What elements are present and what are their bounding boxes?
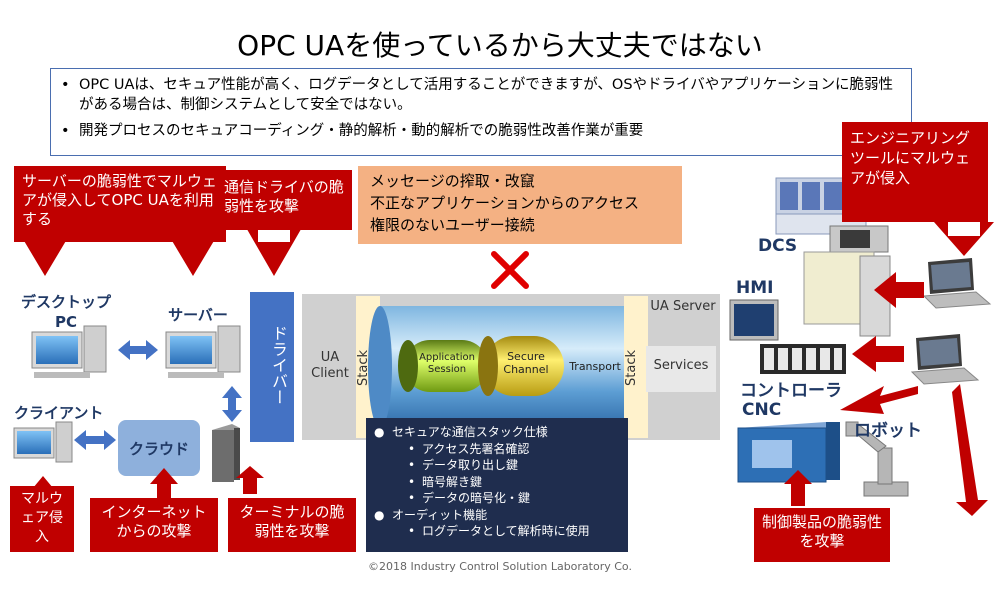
bullet-item: • 開発プロセスのセキュアコーディング・静的解析・動的解析での脆弱性改善作業が重… (61, 123, 644, 139)
copyright: ©2018 Industry Control Solution Laborato… (368, 560, 632, 573)
label-desktop: デスクトップPC (20, 293, 111, 331)
client-graphic (13, 421, 73, 463)
label-transport: Transport (569, 360, 621, 373)
threat-malware: マルウェア侵入 (10, 486, 74, 552)
label-controller: コントローラ (740, 381, 842, 401)
threat-terminal: ターミナルの脆弱性を攻撃 (228, 498, 356, 552)
label-stack-left: Stack (356, 350, 371, 386)
label-client: クライアント (14, 404, 104, 422)
hmi-graphic (729, 299, 779, 341)
label-dcs: DCS (758, 236, 798, 256)
ua-stack-diagram (302, 294, 720, 440)
threat-driver-vuln: 通信ドライバの脆弱性を攻撃 (216, 170, 352, 230)
threat-product: 制御製品の脆弱性を攻撃 (754, 508, 890, 562)
spec-item: •データ取り出し鍵 (408, 458, 519, 472)
laptop-2-graphic (910, 334, 980, 385)
label-services: Services (653, 358, 709, 373)
cloud-box (118, 420, 200, 476)
laptop-1-graphic (922, 258, 992, 309)
stack-spec-box: ●セキュアな通信スタック仕様 •アクセス先署名確認 •データ取り出し鍵 •暗号解… (366, 418, 628, 552)
label-application-session: Application Session (419, 352, 475, 375)
controller-graphic (760, 344, 846, 374)
label-cloud: クラウド (128, 440, 189, 458)
connection-arrows (74, 340, 242, 450)
page-title: OPC UAを使っているから大丈夫ではない (237, 29, 763, 62)
label-cnc: CNC (742, 400, 782, 420)
message-threat-text: メッセージの搾取・改竄 不正なアプリケーションからのアクセス 権限のないユーザー… (370, 170, 680, 236)
blocked-x-icon (491, 251, 529, 289)
label-robot: ロボット (854, 421, 922, 441)
terminal-graphic (212, 424, 240, 482)
threat-server-vuln: サーバーの脆弱性でマルウェアが侵入してOPC UAを利用する (14, 166, 226, 242)
cnc-graphic (737, 422, 840, 483)
spec-heading: ●セキュアな通信スタック仕様 (374, 425, 548, 439)
bullet-item: • OPC UAは、セキュア性能が高く、ログデータとして活用することができますが… (61, 75, 901, 115)
driver-block (250, 292, 294, 442)
message-threat-box (358, 166, 682, 244)
threat-arrows-top (14, 222, 994, 276)
message-line: 権限のないユーザー接続 (370, 216, 535, 234)
spec-item: •データの暗号化・鍵 (408, 491, 531, 505)
message-line: 不正なアプリケーションからのアクセス (370, 194, 639, 212)
bullet-text: 開発プロセスのセキュアコーディング・静的解析・動的解析での脆弱性改善作業が重要 (79, 123, 644, 139)
threat-eng-tool: エンジニアリングツールにマルウェアが侵入 (842, 122, 988, 222)
robot-graphic (845, 421, 909, 497)
label-secure-channel: Secure Channel (503, 350, 549, 376)
server-graphic (165, 325, 241, 378)
spec-item: •ログデータとして解析時に使用 (408, 524, 590, 538)
label-hmi: HMI (736, 278, 774, 298)
summary-bullets: • OPC UAは、セキュア性能が高く、ログデータとして活用することができますが… (50, 68, 912, 156)
label-server: サーバー (168, 306, 228, 324)
label-ua-client: UA Client (311, 350, 349, 381)
label-driver: ドライバー (269, 325, 288, 405)
desktop-pc-graphic (31, 325, 107, 378)
label-ua-server: UA Server (650, 299, 716, 314)
message-line: メッセージの搾取・改竄 (370, 172, 535, 190)
threat-arrows-right (784, 272, 988, 516)
spec-heading: ●オーディット機能 (374, 507, 488, 522)
threat-internet: インターネットからの攻撃 (90, 498, 218, 552)
spec-item: •暗号解き鍵 (408, 474, 483, 489)
bullet-text: OPC UAは、セキュア性能が高く、ログデータとして活用することができますが、O… (79, 77, 893, 113)
label-stack-right: Stack (624, 350, 639, 386)
spec-item: •アクセス先署名確認 (408, 441, 530, 456)
